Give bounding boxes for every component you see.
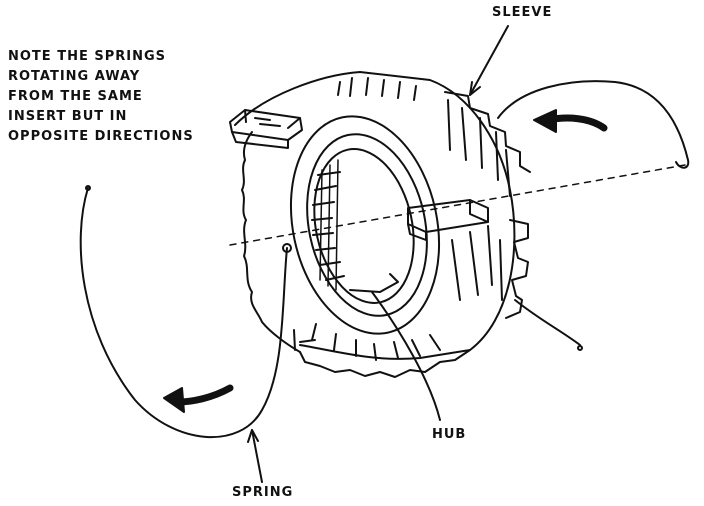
hub-body <box>289 115 441 335</box>
spring-upper-end <box>577 345 583 351</box>
sleeve-label: SLEEVE <box>492 5 553 20</box>
spring-upper-lower-tail <box>514 299 581 346</box>
arrow-icon-rotation-lower <box>163 384 234 413</box>
spring-lower-tip <box>85 185 91 191</box>
hub-label: HUB <box>432 427 467 442</box>
leader-line-spring-arrowhead <box>247 429 259 443</box>
arrow-icon-rotation-upper <box>533 109 608 133</box>
note-line: NOTE THE SPRINGS <box>8 49 167 64</box>
note-text: NOTE THE SPRINGS ROTATING AWAY FROM THE … <box>8 48 194 148</box>
note-line: OPPOSITE DIRECTIONS <box>8 129 194 144</box>
leader-line-spring <box>251 429 263 483</box>
note-line: FROM THE SAME <box>8 89 143 104</box>
leader-line-sleeve-arrowhead <box>469 81 481 96</box>
leader-line-sleeve <box>469 25 509 96</box>
alignment-dashed-line <box>229 164 686 246</box>
spring-lower-end <box>282 243 292 253</box>
spring-upper <box>497 80 690 169</box>
spring-lower <box>79 187 288 439</box>
note-line: INSERT BUT IN <box>8 109 128 124</box>
sleeve-body <box>234 71 531 378</box>
insert-key-top <box>229 109 303 149</box>
note-line: ROTATING AWAY <box>8 69 141 84</box>
leader-line-hub <box>371 291 441 421</box>
spring-label: SPRING <box>232 485 294 500</box>
